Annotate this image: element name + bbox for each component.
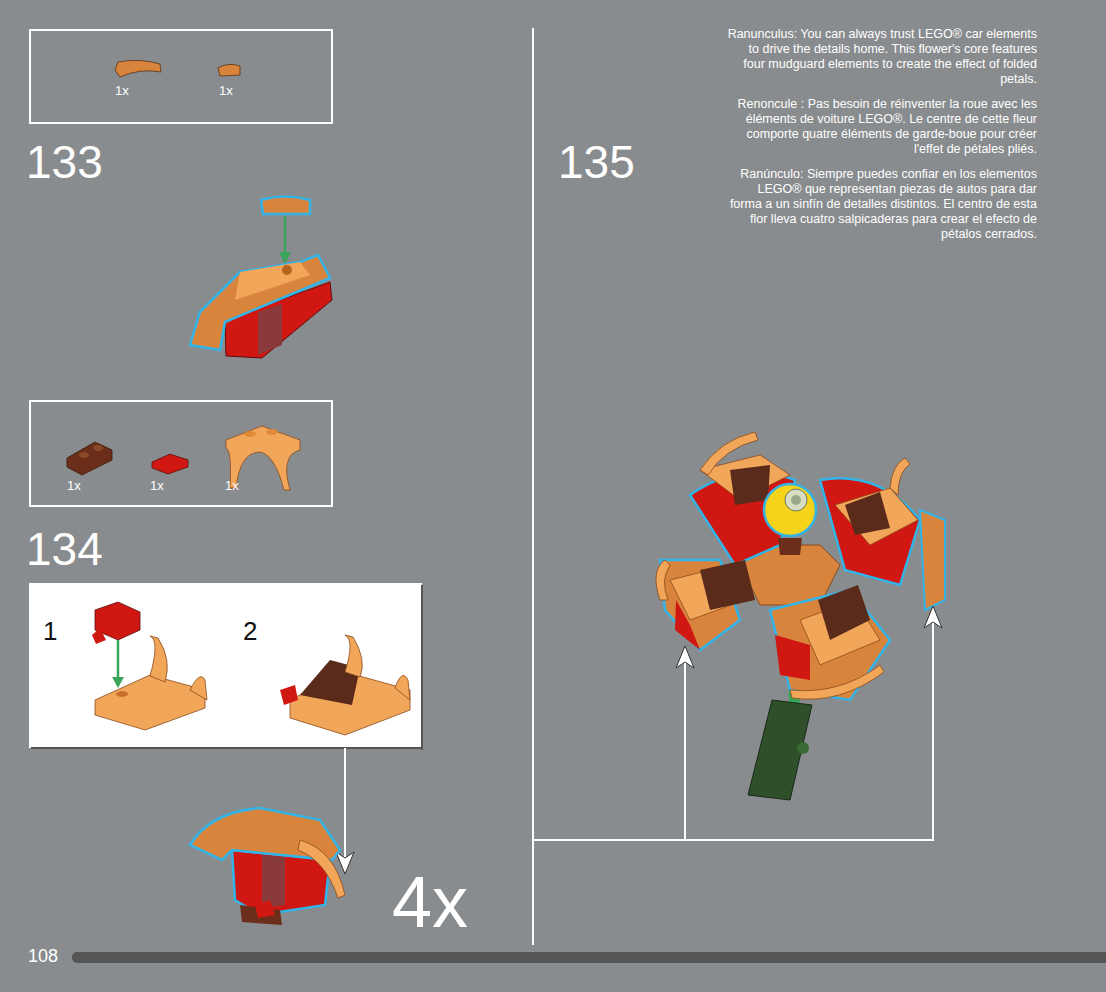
illustration-part — [31, 747, 422, 749]
illustration-part — [336, 852, 354, 874]
illustration-part — [818, 585, 870, 640]
substep-box: 12 — [29, 583, 422, 748]
illustration-part — [112, 677, 124, 688]
info-text: Ranunculus: You can always trust LEGO® c… — [727, 27, 1037, 87]
illustration-part — [675, 600, 700, 650]
illustration-part — [72, 952, 1106, 963]
illustration-part — [150, 636, 167, 682]
substep-number: 2 — [243, 616, 257, 647]
part-count: 1x — [225, 478, 239, 493]
step-number: 133 — [26, 139, 103, 185]
illustration-part — [117, 640, 120, 680]
illustration-part — [533, 622, 933, 840]
illustration-part — [116, 691, 128, 697]
illustration-part — [924, 606, 942, 628]
illustration-part — [255, 900, 275, 918]
illustration-part — [656, 560, 670, 600]
illustration-part — [218, 64, 240, 76]
illustration-part — [266, 429, 278, 435]
parts-133 — [115, 60, 240, 77]
illustration-part — [700, 560, 755, 610]
illustration-part — [92, 628, 106, 644]
illustration-part — [770, 585, 890, 700]
parts-134 — [67, 426, 300, 490]
illustration-part — [764, 484, 816, 536]
part-count: 1x — [67, 478, 81, 493]
illustration-part — [279, 252, 291, 264]
illustration-part — [262, 855, 285, 908]
illustration-part — [790, 665, 884, 699]
step-number: 135 — [558, 139, 635, 185]
illustration-part — [344, 748, 346, 862]
assembly-133 — [190, 197, 332, 359]
illustration-part — [845, 492, 890, 535]
illustration-part — [235, 262, 310, 300]
illustration-part — [775, 635, 810, 680]
illustration-part — [778, 538, 802, 555]
parts-callout: 1x 1x 1x — [29, 400, 333, 507]
assembly-134 — [190, 808, 345, 925]
substep-number: 1 — [43, 616, 57, 647]
illustration-part — [67, 442, 112, 475]
illustration-part — [791, 495, 801, 505]
substep-panel — [29, 583, 422, 748]
illustration-part — [282, 265, 292, 275]
illustration-part — [261, 197, 310, 215]
illustration-part — [890, 458, 910, 495]
illustration-part — [820, 458, 945, 610]
info-text: Renoncule : Pas besoin de réinventer la … — [727, 97, 1037, 157]
illustration-part — [920, 510, 945, 610]
flower-model — [656, 432, 945, 800]
step-number: 134 — [26, 526, 103, 572]
illustration-part — [656, 560, 755, 650]
part-count: 1x — [219, 83, 233, 98]
substep-parts — [92, 602, 410, 735]
parts-callout: 1x 1x — [29, 29, 333, 124]
illustration-part — [284, 216, 287, 255]
illustration-part — [244, 431, 256, 437]
illustration-part — [258, 304, 282, 355]
illustration-part — [785, 489, 807, 511]
part-count: 1x — [115, 83, 129, 98]
illustration-part — [115, 60, 161, 77]
illustration-part — [345, 635, 362, 677]
illustration-part — [700, 432, 758, 475]
illustration-part — [298, 840, 345, 898]
illustration-part — [395, 676, 410, 701]
illustration-part — [835, 488, 918, 545]
info-text: Ranúnculo: Siempre puedes confiar en los… — [727, 167, 1037, 242]
illustration-part — [421, 585, 423, 750]
illustration-part — [93, 445, 103, 451]
page-number: 108 — [28, 947, 62, 965]
illustration-part — [797, 742, 809, 754]
illustration-part — [676, 646, 694, 668]
illustration-part — [748, 700, 812, 800]
illustration-part — [190, 677, 207, 700]
illustration-part — [532, 28, 534, 945]
quantity-multiplier: 4x — [392, 866, 468, 938]
illustration-part — [79, 452, 89, 458]
illustration-part — [95, 675, 205, 730]
illustration-part — [280, 685, 298, 705]
illustration-part — [820, 478, 920, 585]
part-count: 1x — [150, 478, 164, 493]
illustration-part — [190, 255, 330, 350]
illustration-part — [684, 662, 686, 840]
illustration-part — [730, 465, 770, 505]
illustration-part — [152, 454, 188, 474]
